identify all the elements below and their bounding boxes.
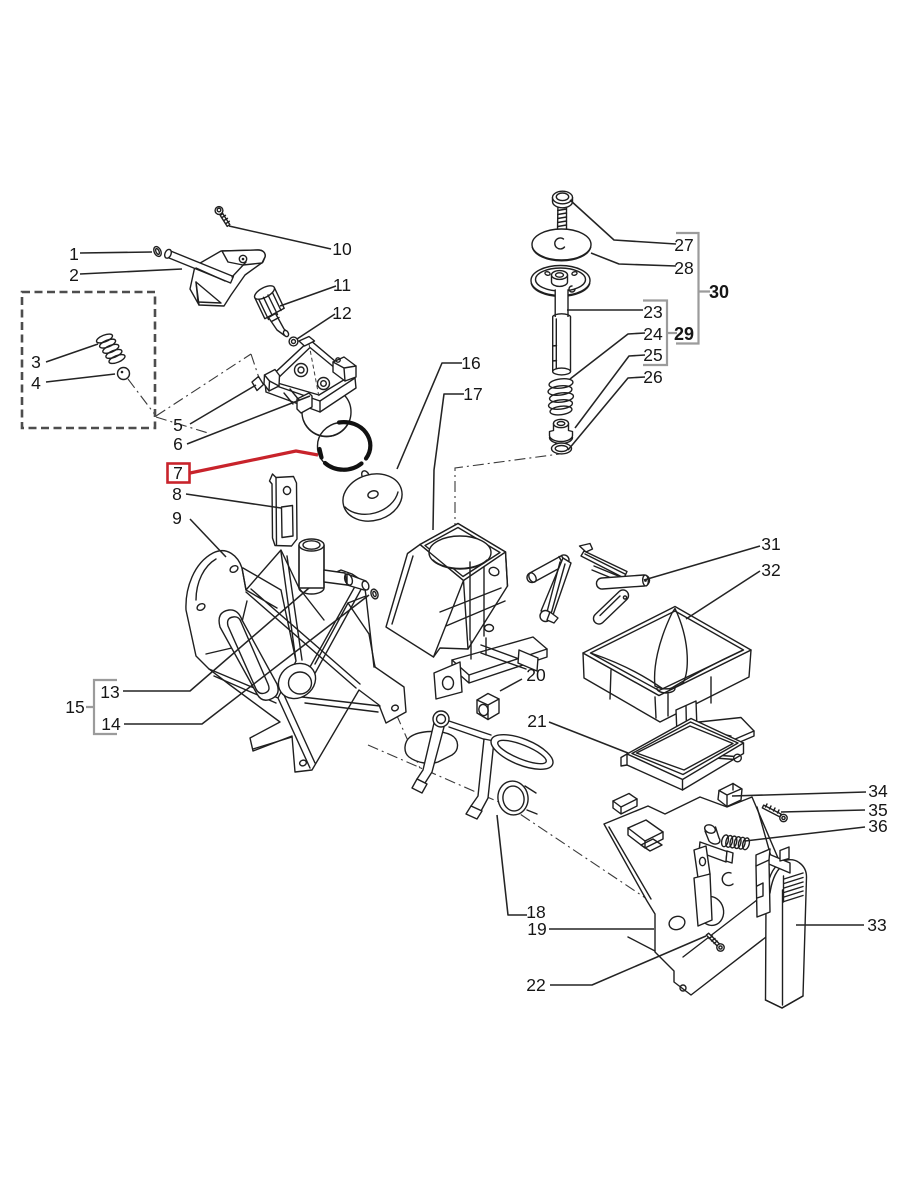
svg-text:3: 3: [31, 352, 41, 372]
svg-text:22: 22: [526, 975, 545, 995]
svg-text:21: 21: [527, 711, 546, 731]
svg-text:31: 31: [761, 534, 780, 554]
svg-text:13: 13: [100, 682, 119, 702]
svg-text:14: 14: [101, 714, 121, 734]
svg-text:23: 23: [643, 302, 662, 322]
svg-text:4: 4: [31, 373, 41, 393]
svg-text:25: 25: [643, 345, 662, 365]
svg-text:6: 6: [173, 434, 183, 454]
svg-text:29: 29: [674, 324, 694, 344]
svg-text:7: 7: [173, 463, 183, 483]
svg-text:5: 5: [173, 415, 183, 435]
svg-text:2: 2: [69, 265, 79, 285]
svg-text:17: 17: [463, 384, 482, 404]
svg-text:27: 27: [674, 235, 693, 255]
svg-text:1: 1: [69, 244, 79, 264]
svg-text:9: 9: [172, 508, 182, 528]
svg-text:18: 18: [526, 902, 545, 922]
svg-text:28: 28: [674, 258, 693, 278]
svg-text:19: 19: [527, 919, 546, 939]
svg-text:24: 24: [643, 324, 663, 344]
svg-text:26: 26: [643, 367, 662, 387]
svg-text:16: 16: [461, 353, 480, 373]
svg-text:11: 11: [333, 275, 351, 295]
svg-text:32: 32: [761, 560, 780, 580]
svg-text:33: 33: [867, 915, 886, 935]
svg-text:35: 35: [868, 800, 887, 820]
svg-text:10: 10: [332, 239, 352, 259]
svg-text:30: 30: [709, 282, 729, 302]
svg-text:8: 8: [172, 484, 182, 504]
svg-text:12: 12: [332, 303, 351, 323]
svg-text:20: 20: [526, 665, 546, 685]
svg-text:36: 36: [868, 816, 887, 836]
svg-text:15: 15: [65, 697, 84, 717]
svg-text:34: 34: [868, 781, 888, 801]
